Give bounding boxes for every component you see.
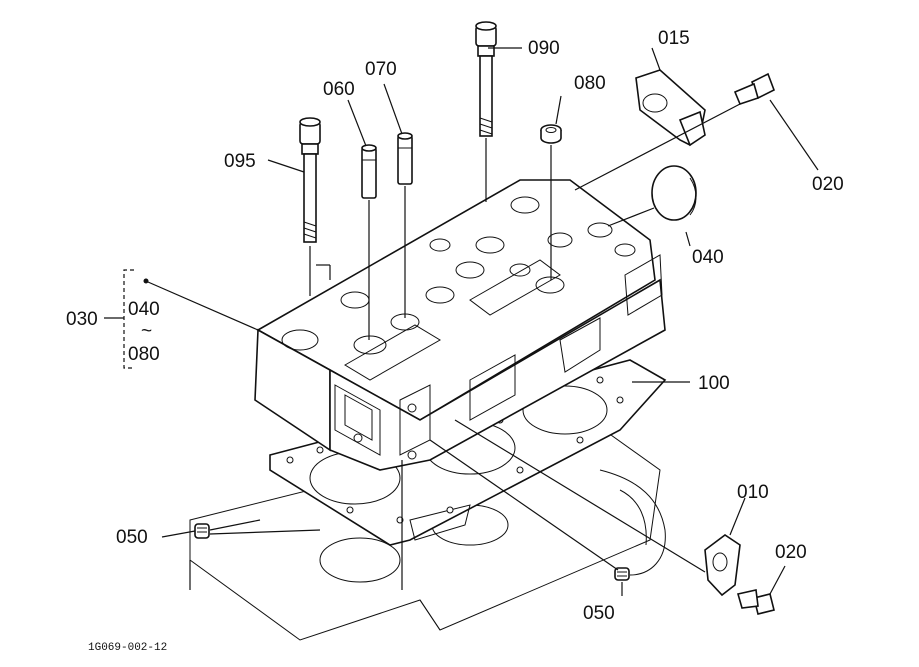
label-090: 090 xyxy=(528,38,560,59)
plug-040 xyxy=(651,165,697,221)
valve-guide-060 xyxy=(361,144,377,199)
label-095: 095 xyxy=(224,151,256,172)
cylinder-head xyxy=(254,179,666,471)
label-080-range-end: 080 xyxy=(128,344,160,365)
label-010: 010 xyxy=(737,482,769,503)
label-050-bottom: 050 xyxy=(583,603,615,624)
valve-guide-070 xyxy=(397,132,413,185)
pin-050-left xyxy=(194,523,210,539)
label-040-right: 040 xyxy=(692,247,724,268)
label-range-tilde: ~ xyxy=(141,321,152,342)
label-040-range-start: 040 xyxy=(128,299,160,320)
label-080-top: 080 xyxy=(574,73,606,94)
seal-080 xyxy=(540,124,562,144)
label-070: 070 xyxy=(365,59,397,80)
bracket-010 xyxy=(704,534,741,597)
bolt-095 xyxy=(299,117,321,243)
label-060: 060 xyxy=(323,79,355,100)
label-015: 015 xyxy=(658,28,690,49)
bracket-015 xyxy=(635,69,706,147)
label-100: 100 xyxy=(698,373,730,394)
bolt-020-top xyxy=(733,72,776,105)
group-bracket-030 xyxy=(104,269,149,369)
pin-050-bottom xyxy=(614,567,630,581)
bolt-020-bottom xyxy=(736,589,775,615)
bolt-090 xyxy=(475,21,497,137)
label-020-bottom: 020 xyxy=(775,542,807,563)
label-030: 030 xyxy=(66,309,98,330)
figure-code: 1G069-002-12 xyxy=(88,642,167,654)
label-020-top: 020 xyxy=(812,174,844,195)
label-050-left: 050 xyxy=(116,527,148,548)
leader-lines xyxy=(147,47,819,596)
